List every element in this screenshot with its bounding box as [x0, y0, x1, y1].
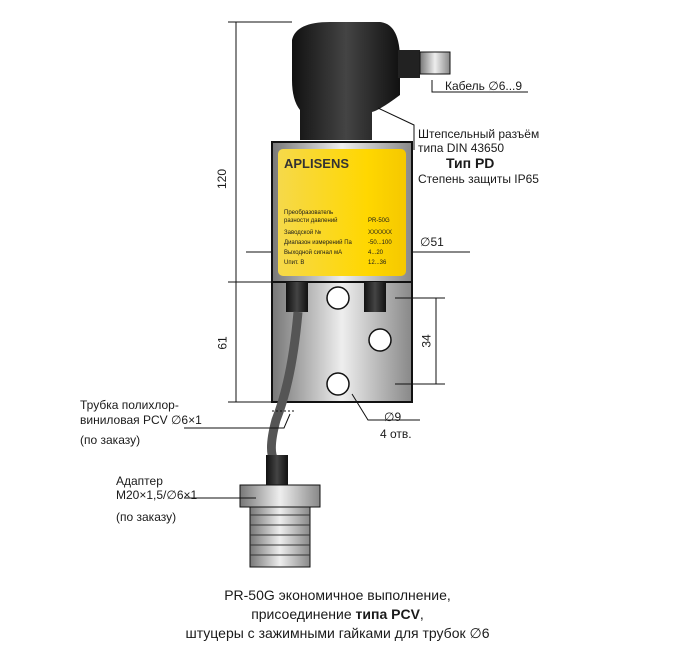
plate-label: Заводской № — [284, 230, 322, 236]
plate-value: PR-50G — [368, 218, 390, 224]
plate-label: Диапазон измерений Па — [284, 240, 352, 246]
plate-label: Uпит. В — [284, 260, 305, 266]
connector-type: Тип PD — [446, 155, 495, 171]
dim-holes-count: 4 отв. — [380, 427, 412, 441]
adapter-label-2: M20×1,5/∅6×1 — [116, 488, 198, 502]
caption-line-2: присоединение типа PCV, — [0, 605, 675, 624]
dim-hole: ∅9 — [384, 410, 402, 424]
plate-value: XXXXXX — [368, 230, 393, 236]
cable-label: Кабель ∅6...9 — [445, 79, 523, 93]
plate-label: Преобразователь — [284, 210, 334, 216]
dim-34: 34 — [419, 334, 434, 348]
brand-logo: APLISENS — [284, 156, 350, 171]
caption-text: присоединение — [251, 606, 356, 622]
caption: PR-50G экономичное выполнение, присоедин… — [0, 586, 675, 643]
dim-61: 61 — [215, 336, 230, 350]
connector-plug — [292, 22, 400, 140]
plate-value: 4...20 — [368, 250, 384, 256]
protection-label: Степень защиты IP65 — [418, 172, 539, 186]
caption-bold: типа PCV — [355, 606, 420, 622]
plate-value: -50...100 — [368, 240, 392, 246]
dim-diameter: ∅51 — [420, 235, 444, 249]
plate-label: Выходной сигнал мА — [284, 250, 343, 256]
plate-value: 12...36 — [368, 260, 387, 266]
connector-label-1: Штепсельный разъём — [418, 127, 540, 141]
dim-120: 120 — [215, 168, 230, 190]
adapter-order: (по заказу) — [116, 510, 177, 524]
nameplate: APLISENS Преобразователь разности давлен… — [278, 149, 406, 276]
adapter — [239, 484, 321, 508]
caption-line-1: PR-50G экономичное выполнение, — [224, 587, 451, 603]
tube-order: (по заказу) — [80, 433, 141, 447]
caption-text: , — [419, 606, 424, 622]
connector-label-2: типа DIN 43650 — [418, 141, 505, 155]
tube-label-2: виниловая PCV ∅6×1 — [80, 413, 202, 427]
pvc-tube — [266, 311, 303, 463]
adapter-label-1: Адаптер — [116, 474, 163, 488]
plate-label: разности давлений — [284, 218, 338, 224]
tube-label-1: Трубка полихлор- — [80, 398, 179, 412]
caption-line-3: штуцеры с зажимными гайками для трубок ∅… — [185, 625, 490, 641]
